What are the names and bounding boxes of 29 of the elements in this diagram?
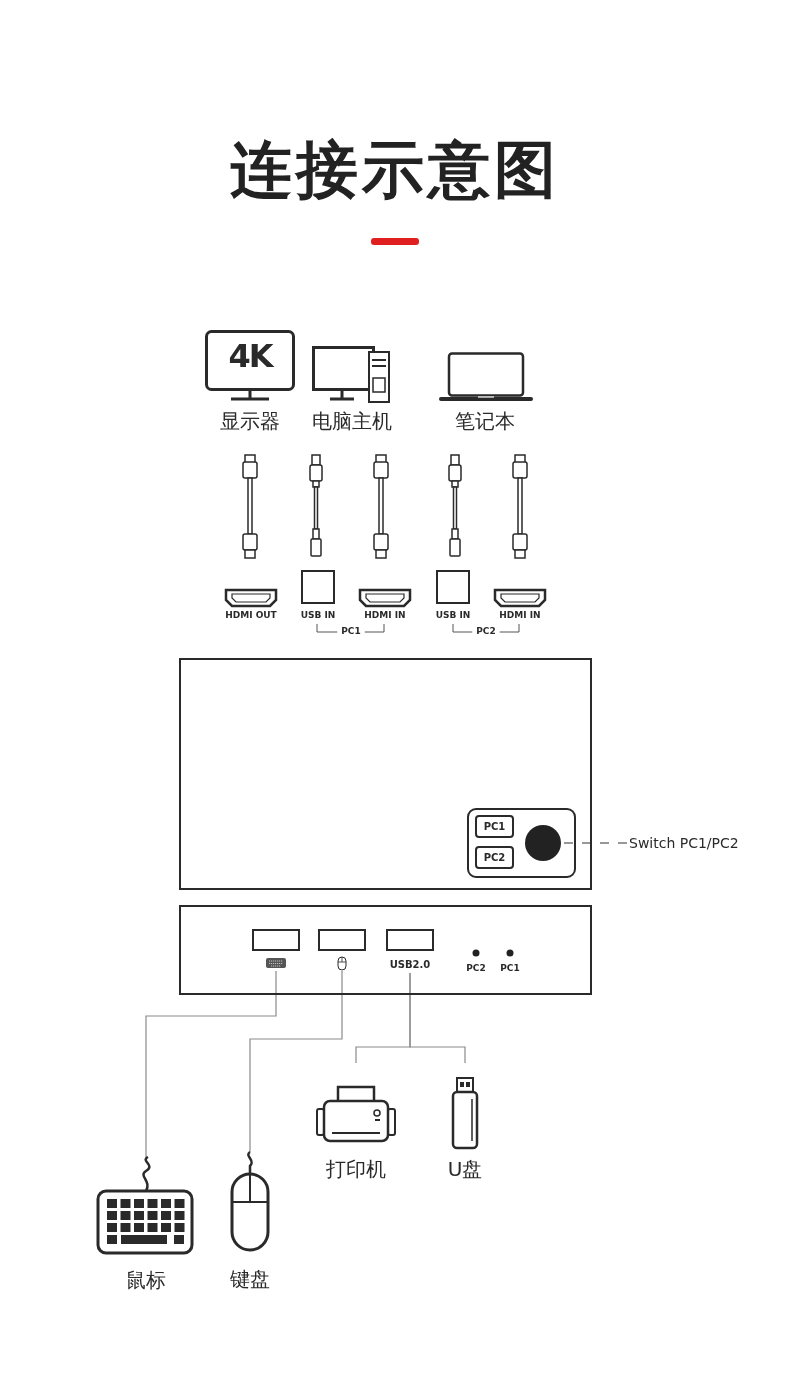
group-label: PC1 xyxy=(339,626,363,636)
device-front-panel xyxy=(179,658,592,890)
device-label: 电脑主机 xyxy=(312,410,392,432)
connector-line xyxy=(145,970,277,1158)
device-label: 显示器 xyxy=(220,410,280,432)
device-label: U盘 xyxy=(447,1158,483,1180)
port-label: HDMI OUT xyxy=(225,611,277,621)
group-label: PC2 xyxy=(474,626,498,636)
port-label: USB IN xyxy=(300,611,336,621)
port-label: USB2.0 xyxy=(389,959,431,970)
device-back-panel xyxy=(179,905,592,995)
device-label: 鼠标 xyxy=(126,1269,166,1291)
switch-knob xyxy=(525,825,561,861)
connector-line xyxy=(409,972,466,1064)
indicator-label: PC2 xyxy=(464,963,488,973)
port-label: USB IN xyxy=(435,611,471,621)
device-label: 键盘 xyxy=(230,1268,270,1290)
device-label: 笔记本 xyxy=(455,410,515,432)
device-label: 打印机 xyxy=(326,1158,386,1180)
port-label: HDMI IN xyxy=(499,611,541,621)
port-label: HDMI IN xyxy=(364,611,406,621)
title: 连接示意图 xyxy=(229,132,561,208)
connector-line xyxy=(249,970,343,1153)
indicator-label: PC1 xyxy=(498,963,522,973)
resolution-label: 4K xyxy=(228,339,272,375)
select-button: PC1 xyxy=(475,815,514,838)
switch-label: Switch PC1/PC2 xyxy=(629,833,759,853)
select-button: PC2 xyxy=(475,846,514,869)
button-panel xyxy=(467,808,576,878)
